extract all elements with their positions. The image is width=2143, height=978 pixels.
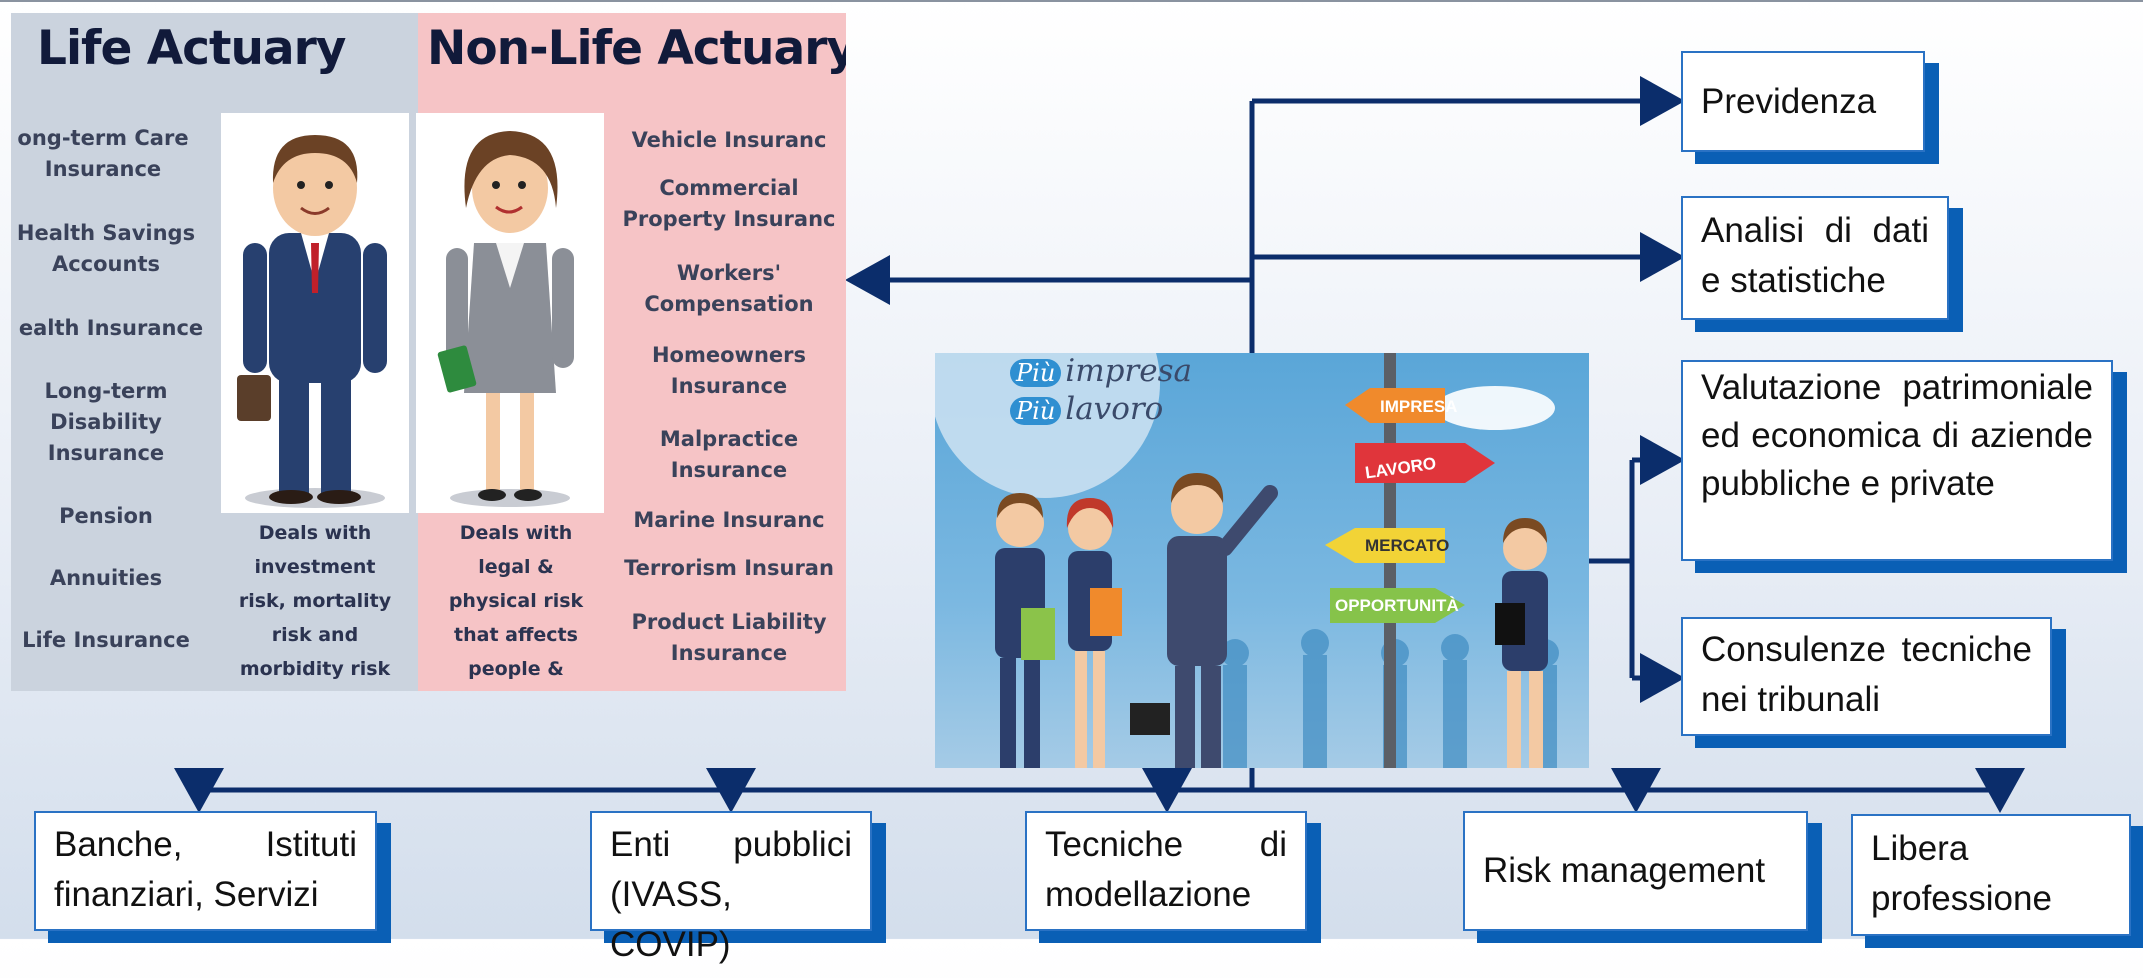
- box-consulenze: Consulenze tecniche nei tribunali: [1681, 617, 2052, 736]
- female-actuary-illustration: [437, 131, 574, 507]
- box-previdenza-text: Previdenza: [1701, 81, 1877, 121]
- box-libera-text: Libera professione: [1871, 829, 2052, 918]
- nonlife-actuary-title: Non-Life Actuary: [427, 21, 846, 76]
- life-deal-text: Deals with investment risk, mortality ri…: [238, 522, 392, 680]
- box-enti: Enti pubblici (IVASS, COVIP): [590, 811, 872, 964]
- life-item: Health Savings Accounts: [16, 221, 196, 276]
- box-enti-text: Enti pubblici (IVASS, COVIP): [610, 825, 852, 964]
- life-item: Long-term Disability Insurance: [44, 379, 168, 465]
- box-tecniche: Tecniche di modellazione: [1025, 811, 1307, 931]
- photo-scene: IMPRESA LAVORO MERCATO OPPORTUNITÀ: [935, 353, 1559, 768]
- life-item: ong-term Care Insurance: [17, 126, 189, 181]
- svg-text:MERCATO: MERCATO: [1365, 536, 1449, 555]
- box-libera: Libera professione: [1851, 814, 2131, 936]
- actuary-infographic: Life Actuary Non-Life Actuary ong-term C…: [11, 13, 846, 691]
- life-actuary-title: Life Actuary: [37, 21, 346, 76]
- box-risk-text: Risk management: [1483, 851, 1766, 890]
- male-actuary-illustration: [237, 135, 387, 508]
- svg-text:OPPORTUNITÀ: OPPORTUNITÀ: [1335, 596, 1459, 615]
- box-analisi-text: Analisi di dati e statistiche: [1701, 211, 1929, 300]
- life-item: ealth Insurance: [18, 316, 204, 340]
- svg-text:IMPRESA: IMPRESA: [1380, 397, 1457, 416]
- nonlife-item: Malpractice Insurance: [659, 427, 799, 482]
- connector-lines: [174, 76, 2025, 813]
- people: [995, 473, 1548, 768]
- box-consulenze-text: Consulenze tecniche nei tribunali: [1701, 630, 2032, 719]
- nonlife-item: Homeowners Insurance: [651, 343, 806, 398]
- nonlife-item: Terrorism Insuran: [624, 556, 834, 580]
- box-valutazione-text: Valutazione patrimoniale ed economica di…: [1701, 368, 2093, 503]
- nonlife-item: Product Liability Insurance: [631, 610, 827, 665]
- nonlife-item: Workers' Compensation: [644, 261, 814, 316]
- box-valutazione: Valutazione patrimoniale ed economica di…: [1681, 360, 2113, 561]
- box-banche: Banche, Istituti finanziari, Servizi: [34, 811, 377, 931]
- life-item: Life Insurance: [22, 628, 190, 652]
- life-item: Annuities: [49, 566, 163, 590]
- box-tecniche-text: Tecniche di modellazione: [1045, 825, 1287, 914]
- top-rule: [0, 0, 2143, 2]
- box-banche-text: Banche, Istituti finanziari, Servizi: [54, 825, 357, 914]
- box-risk: Risk management: [1463, 811, 1808, 931]
- nonlife-item: Marine Insuranc: [633, 508, 825, 532]
- nonlife-item: Commercial Property Insuranc: [622, 176, 836, 231]
- nonlife-deal-text: Deals with legal & physical risk that af…: [448, 522, 584, 680]
- box-analisi: Analisi di dati e statistiche: [1681, 196, 1949, 320]
- life-item: Pension: [59, 504, 153, 528]
- nonlife-item: Vehicle Insuranc: [631, 128, 827, 152]
- box-previdenza: Previdenza: [1681, 51, 1925, 152]
